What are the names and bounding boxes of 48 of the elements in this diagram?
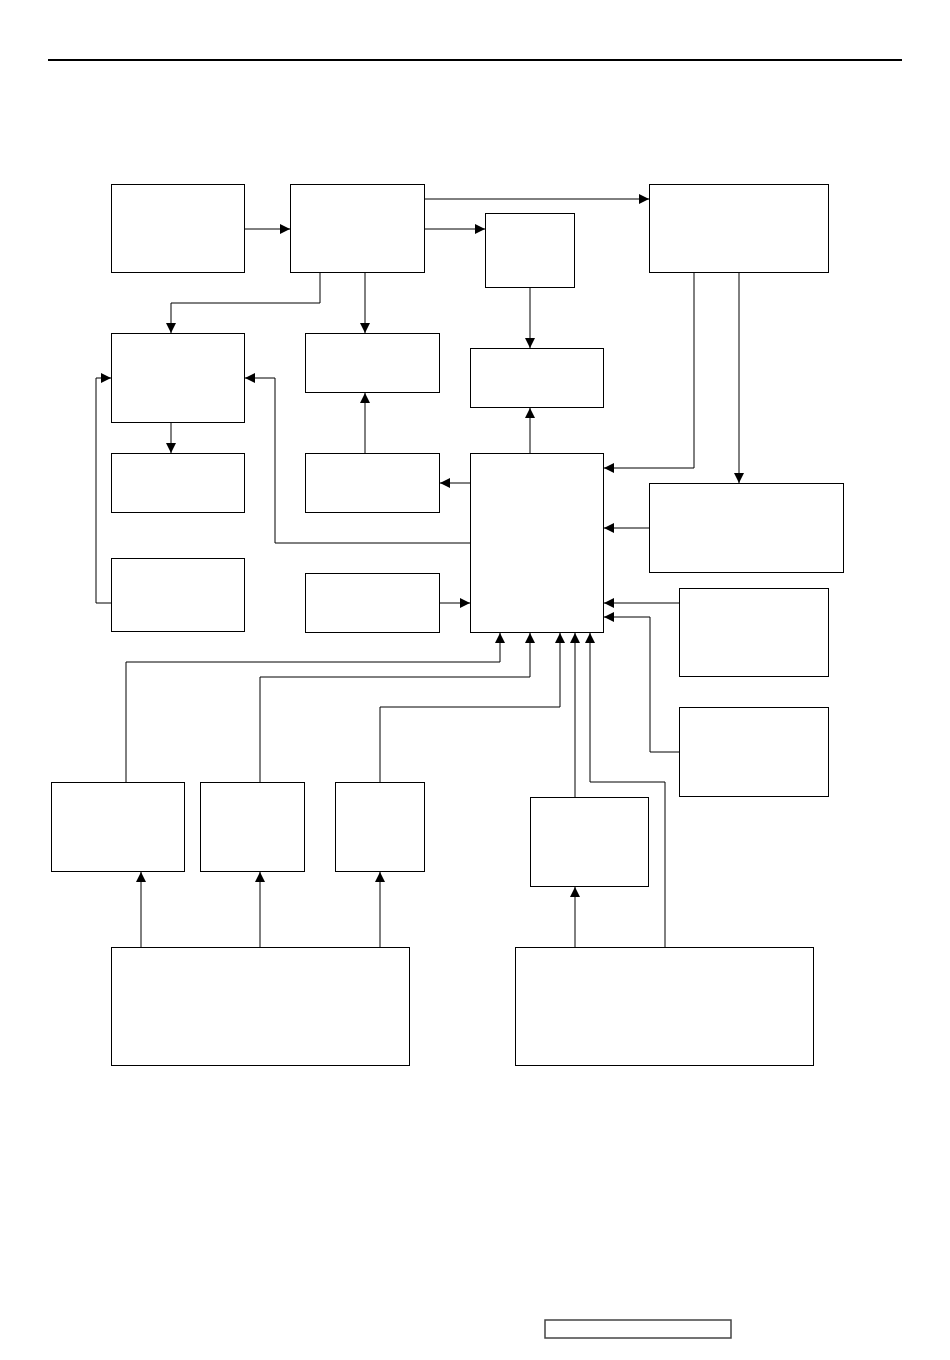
arrow: [424, 194, 650, 204]
arrow: [244, 373, 471, 544]
block-box: [305, 453, 440, 513]
block-box: [200, 782, 305, 872]
block-box: [470, 453, 604, 633]
arrow: [603, 598, 680, 608]
block-box: [335, 782, 425, 872]
arrow: [136, 871, 146, 948]
block-box: [515, 947, 814, 1066]
arrow: [439, 478, 471, 488]
arrow: [585, 632, 666, 948]
arrow: [259, 632, 535, 783]
arrow: [125, 632, 505, 783]
arrow: [95, 373, 112, 604]
block-box: [111, 333, 245, 423]
arrow: [166, 422, 176, 454]
arrow: [570, 886, 580, 948]
block-box: [679, 707, 829, 797]
block-box: [530, 797, 649, 887]
block-box: [485, 213, 575, 288]
arrow: [255, 871, 265, 948]
arrow: [360, 272, 370, 334]
arrow: [603, 523, 650, 533]
arrow: [244, 224, 291, 234]
block-box: [111, 947, 410, 1066]
arrow: [424, 224, 486, 234]
block-box: [290, 184, 425, 273]
block-box: [649, 483, 844, 573]
arrow: [360, 392, 370, 454]
block-box: [111, 184, 245, 273]
arrow: [603, 272, 695, 473]
arrow: [379, 632, 565, 783]
block-box: [305, 333, 440, 393]
block-box: [649, 184, 829, 273]
arrow: [603, 612, 680, 753]
arrow: [570, 632, 580, 798]
arrow: [525, 407, 535, 454]
block-box: [470, 348, 604, 408]
block-box: [679, 588, 829, 677]
arrow: [734, 272, 744, 484]
block-box: [111, 558, 245, 632]
block-box: [305, 573, 440, 633]
arrow: [439, 598, 471, 608]
arrow: [525, 287, 535, 349]
arrow: [166, 272, 321, 334]
arrow: [375, 871, 385, 948]
block-box: [51, 782, 185, 872]
block-box: [111, 453, 245, 513]
